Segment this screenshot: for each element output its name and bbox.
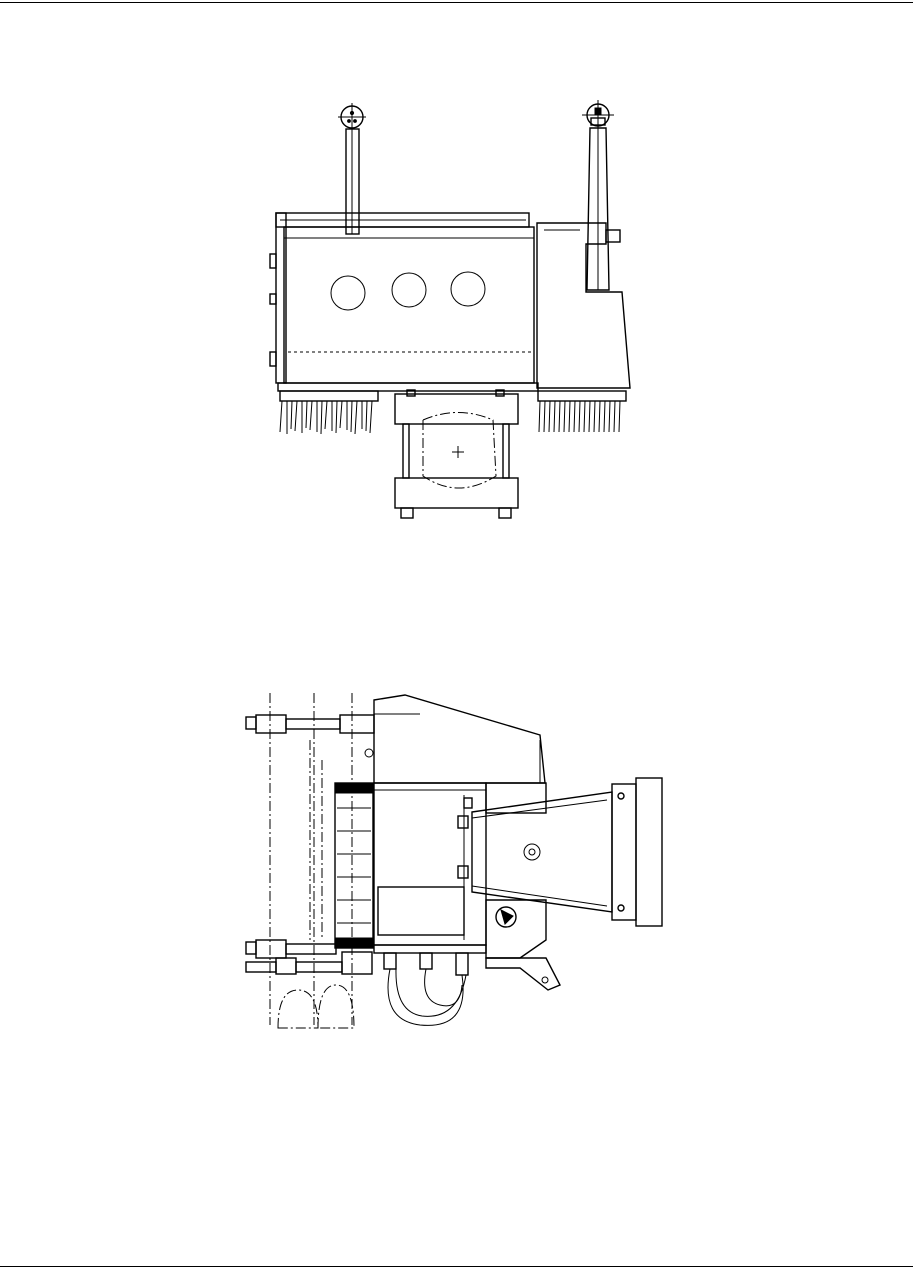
top-arm bbox=[246, 715, 374, 733]
swing-envelope bbox=[270, 693, 354, 1028]
end-head bbox=[612, 778, 662, 926]
hose-fittings bbox=[374, 945, 560, 1025]
roller-stack bbox=[335, 783, 373, 948]
extension-boom bbox=[458, 792, 612, 912]
upper-chassis bbox=[365, 695, 545, 783]
main-body bbox=[374, 783, 546, 958]
